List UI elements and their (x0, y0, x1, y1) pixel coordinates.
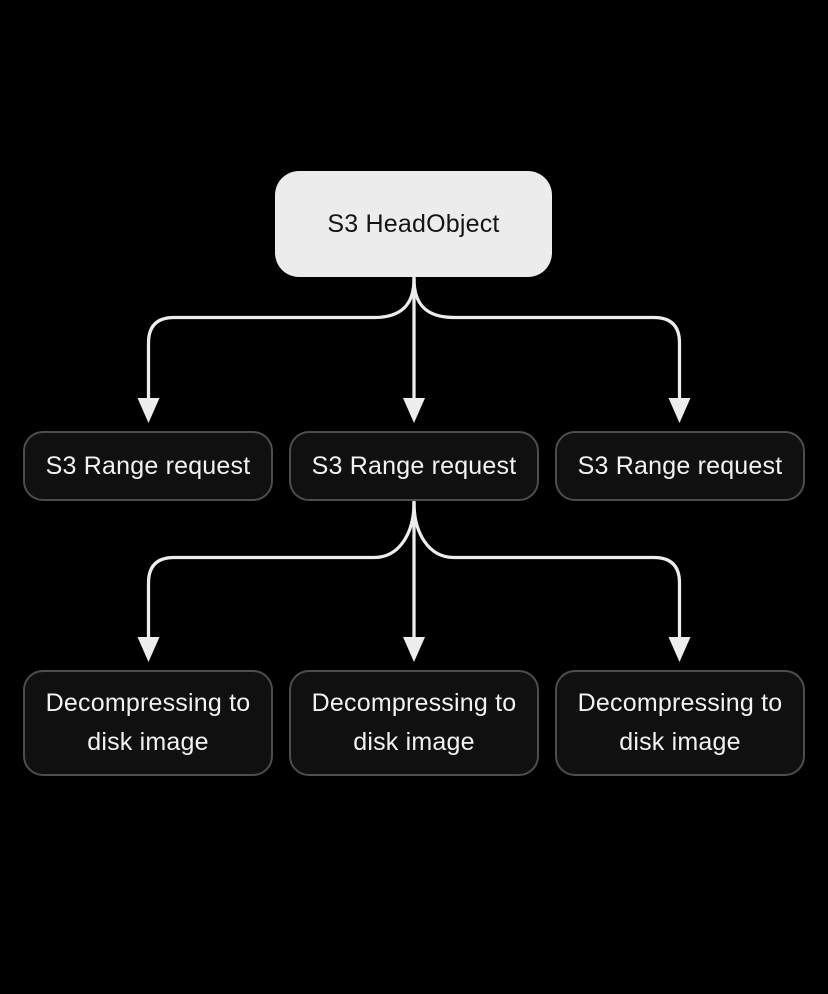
connector-range-to-decompress-left (146, 501, 416, 641)
connector-range-to-decompress-right (412, 501, 682, 641)
node-decompressing-to-disk-image-3-label: Decompressing to disk image (577, 689, 783, 756)
node-s3-range-request-2: S3 Range request (289, 431, 539, 501)
node-s3-range-request-3-label: S3 Range request (577, 451, 783, 480)
arrowhead-range-left (137, 398, 160, 423)
connector-root-to-range-right (412, 277, 682, 402)
node-decompressing-to-disk-image-1-label: Decompressing to disk image (45, 689, 251, 756)
arrowhead-range-right (668, 398, 691, 423)
connector-root-to-range-left (146, 277, 416, 402)
node-decompressing-to-disk-image-3: Decompressing to disk image (555, 670, 805, 776)
node-s3-range-request-2-label: S3 Range request (311, 451, 517, 480)
arrowhead-decompress-left (137, 637, 160, 662)
node-s3-range-request-1-label: S3 Range request (45, 451, 251, 480)
node-s3-range-request-1: S3 Range request (23, 431, 273, 501)
arrowhead-decompress-middle (403, 637, 425, 662)
arrowhead-range-middle (403, 398, 425, 423)
node-decompressing-to-disk-image-2: Decompressing to disk image (289, 670, 539, 776)
node-s3-headobject-label: S3 HeadObject (327, 209, 500, 238)
node-decompressing-to-disk-image-1: Decompressing to disk image (23, 670, 273, 776)
node-decompressing-to-disk-image-2-label: Decompressing to disk image (311, 689, 517, 756)
node-s3-range-request-3: S3 Range request (555, 431, 805, 501)
arrowhead-decompress-right (668, 637, 691, 662)
node-s3-headobject: S3 HeadObject (275, 171, 552, 277)
